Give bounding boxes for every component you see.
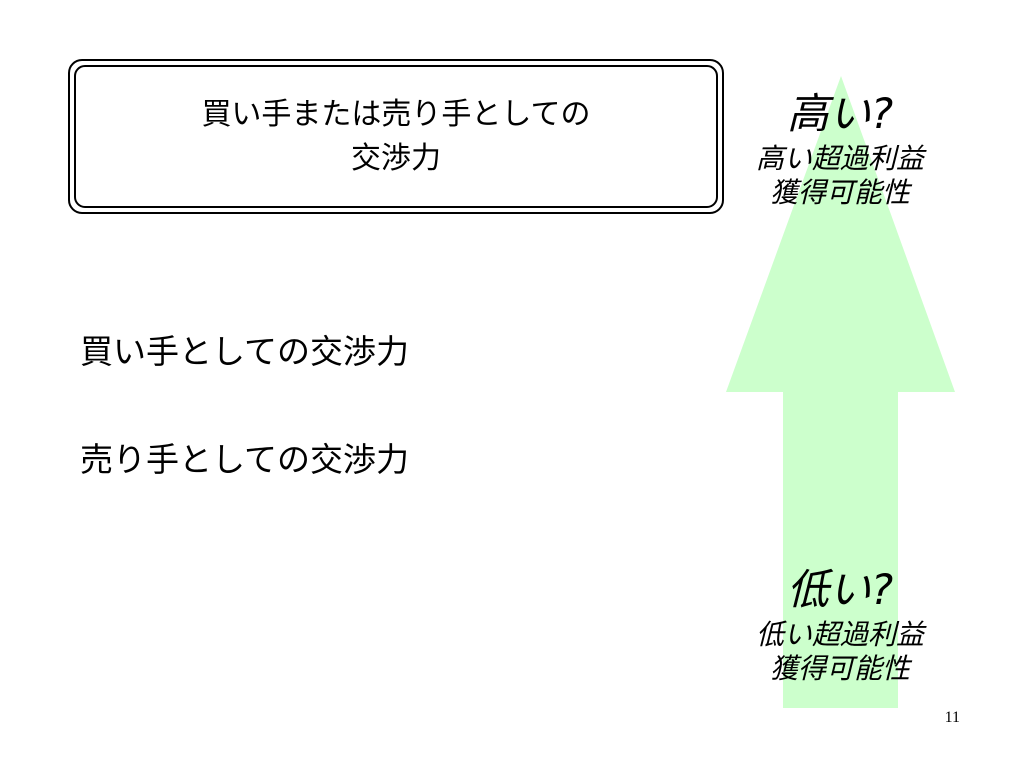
low-level-label-group: 低い? 低い超過利益 獲得可能性 (730, 562, 950, 686)
seller-bargaining-power-item: 売り手としての交渉力 (80, 440, 410, 479)
high-description-line-1: 高い超過利益 (755, 142, 924, 175)
low-label: 低い? (786, 565, 894, 614)
title-line-2: 交渉力 (351, 140, 441, 176)
low-description-line-1: 低い超過利益 (755, 618, 924, 651)
title-line-1: 買い手または売り手としての (201, 96, 591, 132)
page-number: 11 (944, 709, 960, 726)
low-description-line-2: 獲得可能性 (769, 652, 910, 685)
up-arrow-polygon (726, 76, 955, 708)
title-box: 買い手または売り手としての 交渉力 (68, 59, 724, 214)
high-level-label-group: 高い? 高い超過利益 獲得可能性 (730, 86, 950, 210)
title-box-inner: 買い手または売り手としての 交渉力 (74, 65, 718, 208)
high-description-line-2: 獲得可能性 (769, 176, 910, 209)
high-label: 高い? (786, 89, 894, 138)
buyer-bargaining-power-item: 買い手としての交渉力 (80, 332, 410, 371)
